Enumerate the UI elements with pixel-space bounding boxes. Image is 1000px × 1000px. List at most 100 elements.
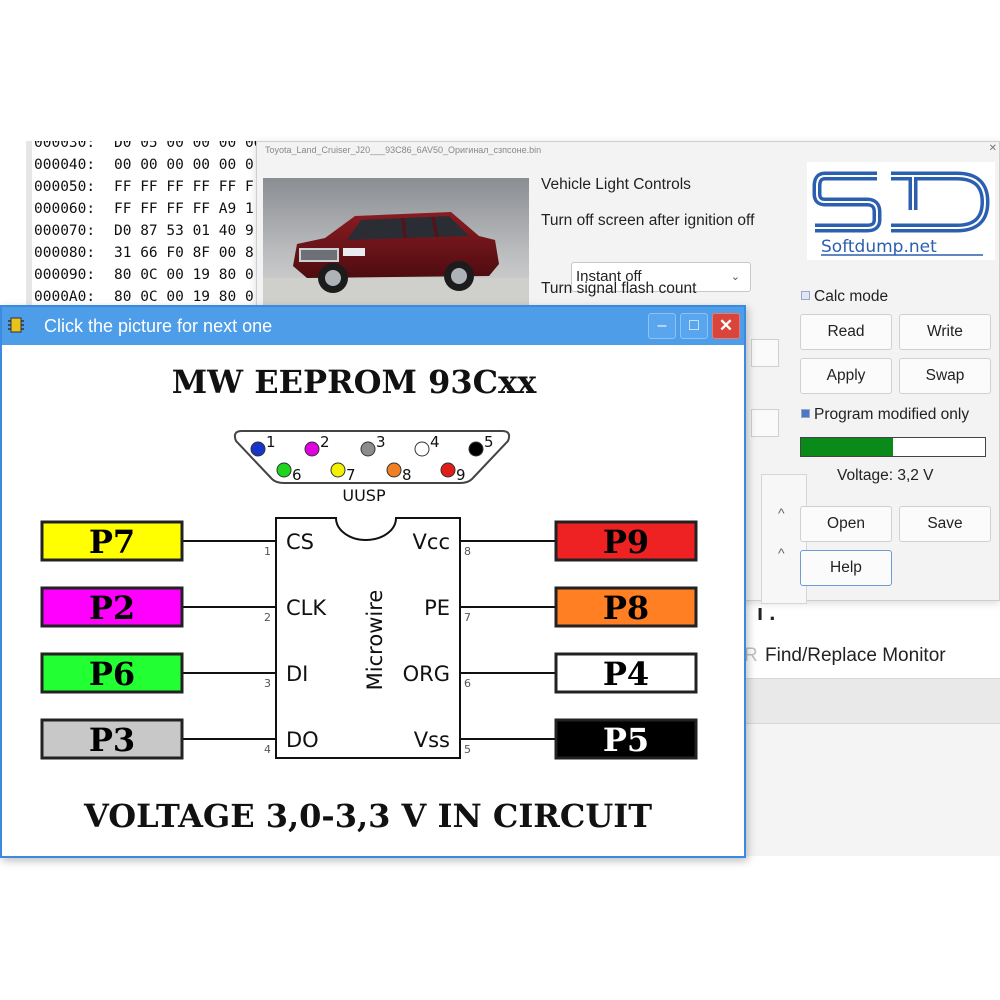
car-image	[263, 178, 529, 308]
connector-label: UUSP	[342, 486, 386, 505]
chevron-down-icon: ⌄	[730, 271, 740, 283]
swap-button[interactable]: Swap	[899, 358, 991, 394]
connector-pin-number: 8	[402, 466, 412, 484]
vehicle-light-controls-title: Vehicle Light Controls	[541, 176, 691, 193]
hex-row-bytes[interactable]: D0 87 53 01 40 9	[114, 223, 254, 239]
chip-body	[275, 517, 461, 759]
signal-flash-label: Turn signal flash count	[541, 280, 697, 297]
chip-pin-name: CLK	[286, 596, 327, 620]
hex-row-address: 000030:	[34, 141, 96, 151]
hex-row[interactable]: 000090:80 0C 00 19 80 0	[34, 267, 254, 289]
close-button[interactable]: ✕	[712, 313, 740, 339]
pin-label: P3	[89, 721, 135, 759]
chip-pin-name: PE	[424, 596, 450, 620]
hex-row[interactable]: 0000A0:80 0C 00 19 80 0	[34, 289, 254, 311]
chip-pin-number: 5	[464, 743, 471, 756]
hex-editor-scrollbar[interactable]	[26, 141, 32, 311]
read-button[interactable]: Read	[800, 314, 892, 350]
pin-label-box	[40, 652, 184, 694]
connector-pin-dot	[276, 462, 292, 478]
help-button[interactable]: Help	[800, 550, 892, 586]
pin-label: P5	[603, 721, 649, 759]
hex-row-bytes[interactable]: 80 0C 00 19 80 0	[114, 267, 254, 283]
screen-off-label: Turn off screen after ignition off	[541, 212, 755, 229]
chip-pin-name: CS	[286, 530, 314, 554]
hex-row-address: 000040:	[34, 157, 96, 173]
chip-pin-number: 7	[464, 611, 471, 624]
hex-row[interactable]: 000040: 00 00 00 00 00 0	[34, 157, 254, 179]
progress-bar	[800, 437, 986, 457]
chip-pin-number: 4	[264, 743, 271, 756]
chip-pin-name: Vss	[414, 728, 450, 752]
caret-up-icon[interactable]: ^	[778, 505, 785, 521]
hex-editor-panel[interactable]: 000030: D0 05 00 00 00 00 000040: 00 00 00 …	[26, 141, 266, 311]
chip-pin-number: 6	[464, 677, 471, 690]
pin-label-box	[554, 652, 698, 694]
connector-pin-number: 9	[456, 466, 466, 484]
connector-pin-dot	[250, 441, 266, 457]
pin-label-box	[40, 718, 184, 760]
save-button[interactable]: Save	[899, 506, 991, 542]
uusp-connector	[233, 430, 511, 484]
hex-row-bytes[interactable]: FF FF FF FF FF F	[114, 179, 254, 195]
screen-off-select[interactable]: Instant off ⌄	[571, 262, 751, 292]
program-modified-checkbox[interactable]: Program modified only	[801, 406, 969, 424]
connector-pin-dot	[360, 441, 376, 457]
calc-mode-checkbox[interactable]: Calc mode	[801, 288, 888, 306]
chip-pin-name: DO	[286, 728, 319, 752]
find-replace-monitor-label[interactable]: Find/Replace Monitor	[765, 645, 946, 666]
hex-row-bytes[interactable]: D0 05 00 00 00 00	[114, 141, 263, 151]
chip-pin-name: DI	[286, 662, 308, 686]
maximize-button[interactable]: □	[680, 313, 708, 339]
connector-pin-dot	[386, 462, 402, 478]
voltage-label: Voltage: 3,2 V	[837, 467, 934, 484]
pin-label-box	[554, 586, 698, 628]
open-button[interactable]: Open	[800, 506, 892, 542]
hidden-control[interactable]	[751, 409, 779, 437]
hex-row[interactable]: 000070: D0 87 53 01 40 9	[34, 223, 254, 245]
pin-label: P7	[89, 523, 135, 561]
logo-text: Softdump.net	[821, 237, 937, 257]
pin-label: P2	[89, 589, 135, 627]
hex-row-bytes[interactable]: 31 66 F0 8F 00 8	[114, 245, 254, 261]
pin-label-box	[554, 520, 698, 562]
app-close-icon[interactable]: ✕	[988, 143, 997, 154]
pin-label-box	[554, 718, 698, 760]
hex-row-bytes[interactable]: 80 0C 00 19 80 0	[114, 289, 254, 305]
chip-pin-name: ORG	[403, 662, 450, 686]
minimize-button[interactable]: –	[648, 313, 676, 339]
signal-flash-input[interactable]	[751, 339, 779, 367]
checkbox-checked-icon	[801, 409, 810, 418]
pin-label-box	[40, 520, 184, 562]
pin-label: P9	[603, 523, 649, 561]
hex-row-bytes[interactable]: FF FF FF FF A9 1	[114, 201, 254, 217]
checkbox-icon	[801, 291, 810, 300]
vehicle-light-controls-group: Vehicle Light Controls Turn off screen a…	[529, 164, 807, 604]
hex-row[interactable]: 000030: D0 05 00 00 00 00	[34, 141, 262, 157]
connector-pin-dot	[414, 441, 430, 457]
connector-pin-number: 1	[266, 433, 276, 451]
popup-title: Click the picture for next one	[44, 316, 273, 336]
hex-row[interactable]: 000050:FF FF FF FF FF F	[34, 179, 254, 201]
connector-pin-number: 4	[430, 433, 440, 451]
apply-button[interactable]: Apply	[800, 358, 892, 394]
softdump-logo: Softdump.net	[807, 162, 995, 260]
text-cursor: ı .	[757, 600, 776, 625]
write-button[interactable]: Write	[899, 314, 991, 350]
background-toolbar	[744, 678, 1000, 724]
chip-pin-number: 1	[264, 545, 271, 558]
screen-off-select-value: Instant off	[576, 268, 642, 285]
calc-mode-label: Calc mode	[814, 288, 889, 305]
connector-pin-number: 3	[376, 433, 386, 451]
hex-row[interactable]: 000080:31 66 F0 8F 00 8	[34, 245, 254, 267]
hex-row-bytes[interactable]: 00 00 00 00 00 0	[114, 157, 254, 173]
voltage-footer: VOLTAGE 3,0-3,3 V IN CIRCUIT	[83, 797, 652, 835]
hex-row-address: 000070:	[34, 223, 96, 239]
hex-row[interactable]: 000060:FF FF FF FF A9 1	[34, 201, 254, 223]
app-title: Toyota_Land_Cruiser_J20___93C86_6AV50_Ор…	[257, 142, 999, 158]
car-photo[interactable]	[263, 178, 529, 308]
caret-up-icon[interactable]: ^	[778, 545, 785, 561]
popup-titlebar[interactable]: Click the picture for next one – □ ✕	[2, 307, 744, 345]
